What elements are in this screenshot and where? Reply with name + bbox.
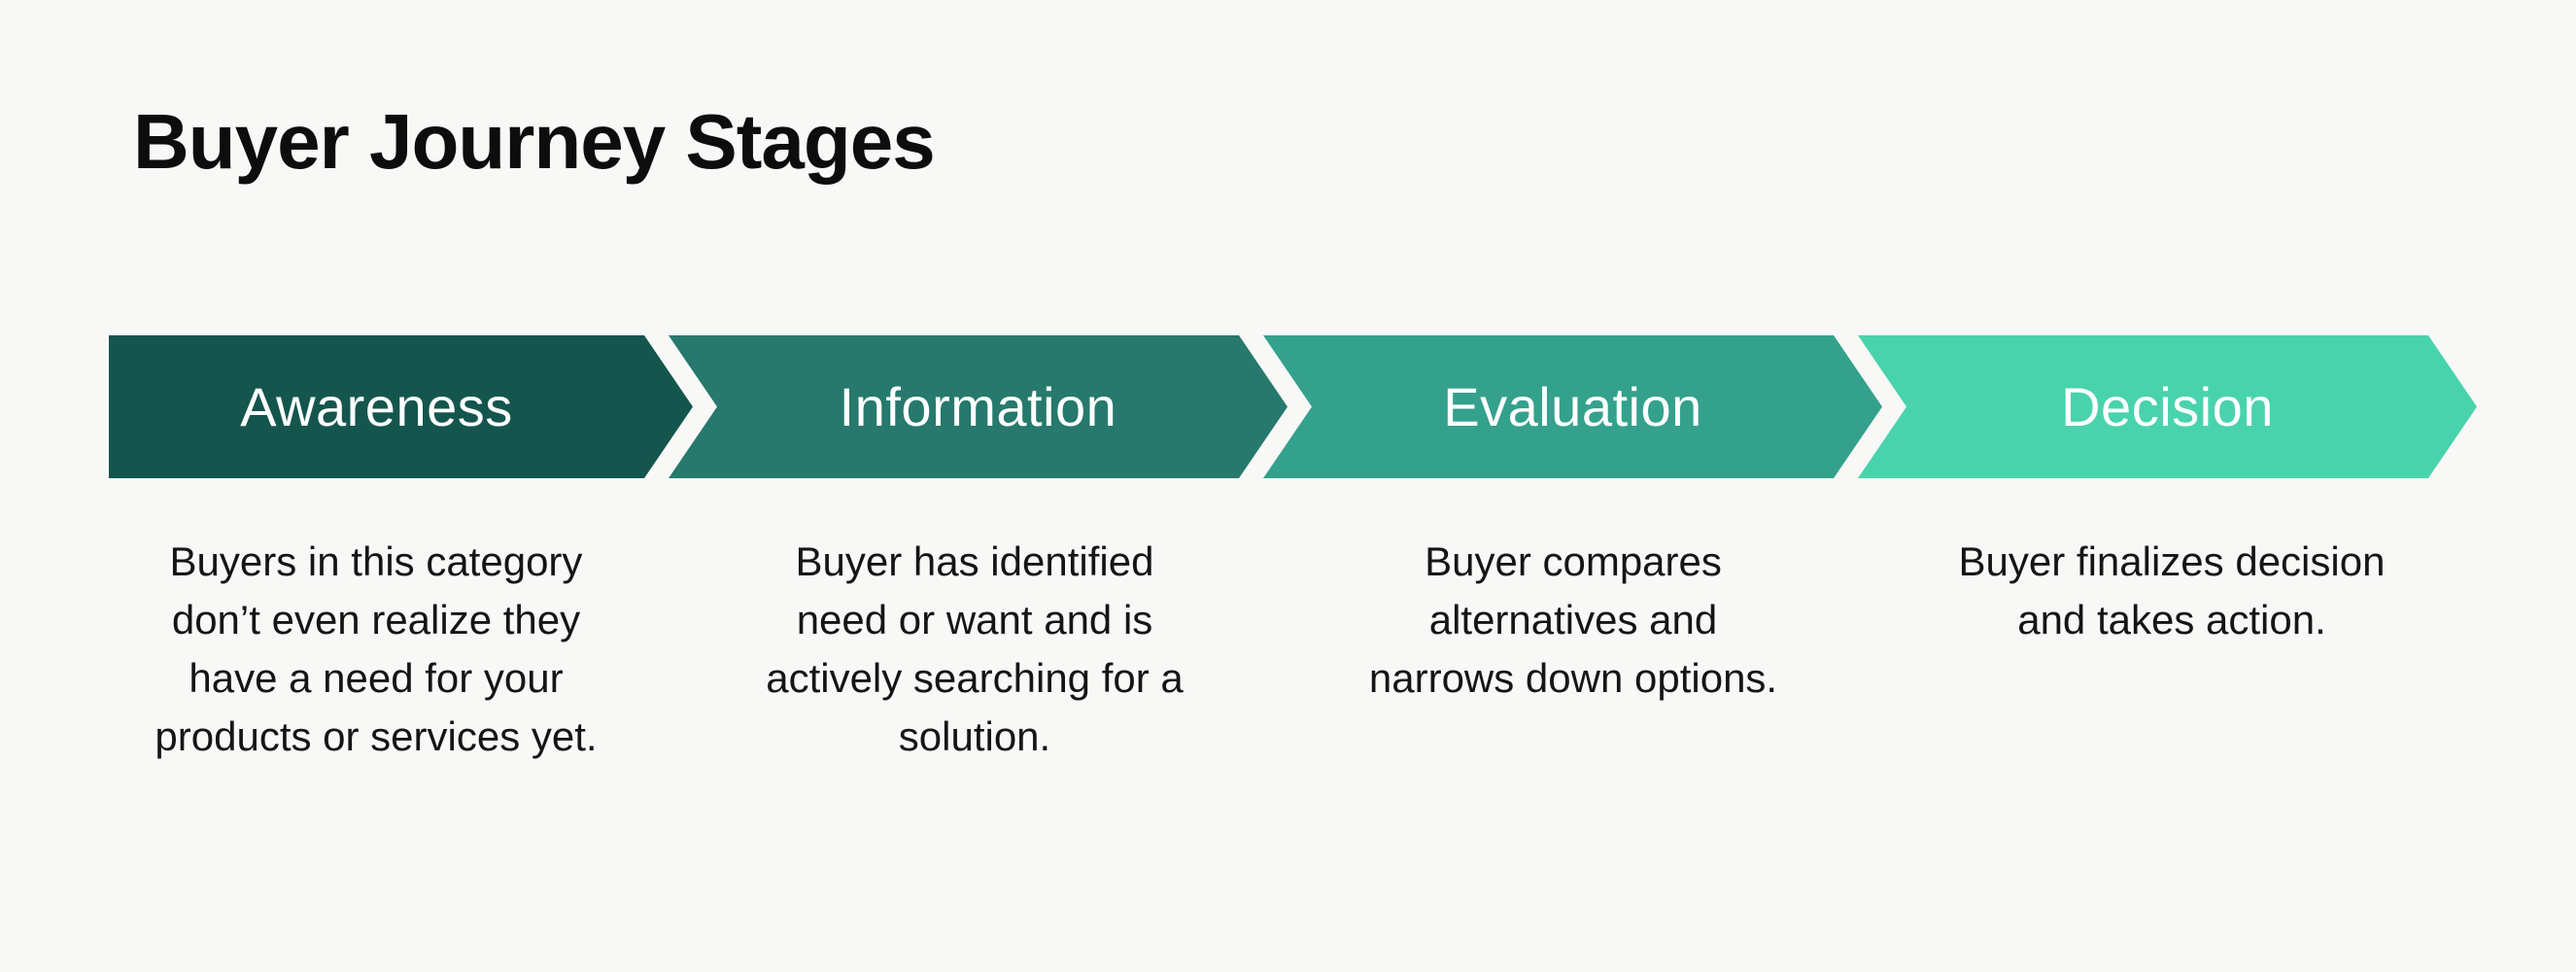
stage-arrow-decision: Decision [1858, 335, 2477, 478]
stage-label: Decision [2061, 376, 2274, 437]
stage-arrow-awareness: Awareness [109, 335, 693, 478]
description-column-awareness: Buyers in this category don’t even reali… [77, 533, 675, 766]
description-column-decision: Buyer finalizes decision and takes actio… [1872, 533, 2471, 766]
stage-label: Evaluation [1443, 376, 1702, 437]
stage-description: Buyer has identified need or want and is… [766, 538, 1184, 759]
page-title: Buyer Journey Stages [133, 98, 936, 185]
stage-descriptions: Buyers in this category don’t even reali… [77, 533, 2471, 766]
stage-description: Buyer finalizes decision and takes actio… [1958, 538, 2386, 642]
journey-arrow-band: Awareness Information Evaluation Decisio… [109, 335, 2477, 478]
stage-description: Buyers in this category don’t even reali… [155, 538, 598, 759]
stage-arrow-evaluation: Evaluation [1263, 335, 1882, 478]
description-column-evaluation: Buyer compares alternatives and narrows … [1274, 533, 1872, 766]
stage-label: Awareness [240, 376, 513, 437]
stage-label: Information [839, 376, 1117, 437]
stage-arrow-information: Information [669, 335, 1288, 478]
description-column-information: Buyer has identified need or want and is… [675, 533, 1274, 766]
stage-description: Buyer compares alternatives and narrows … [1368, 538, 1778, 701]
